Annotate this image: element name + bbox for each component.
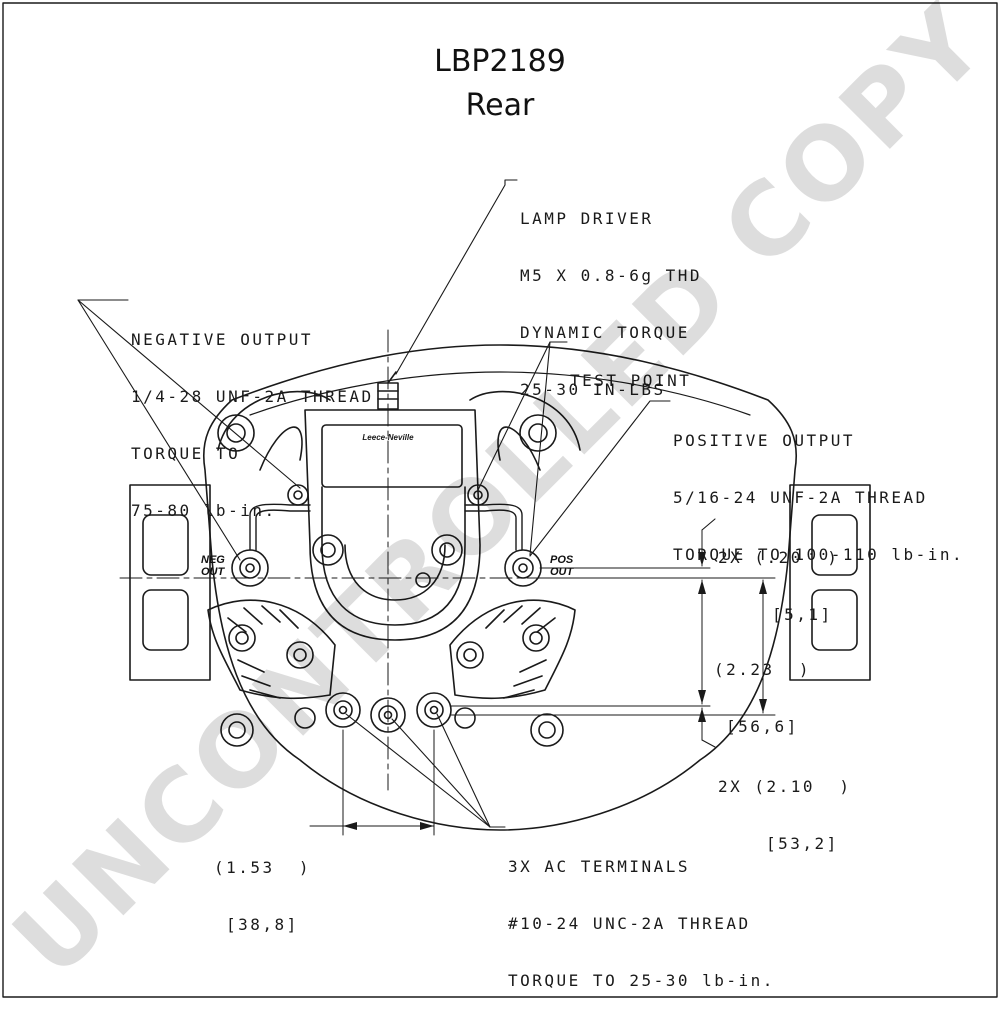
center-plug <box>415 572 431 588</box>
ac-terminal-1 <box>325 692 361 728</box>
mounting-hole-upper-right <box>519 414 557 452</box>
regulator-housing <box>304 409 481 641</box>
ac-terminals-line-3: TORQUE TO 25-30 lb-in. <box>508 971 775 990</box>
lamp-driver-line-3: DYNAMIC TORQUE <box>520 323 690 342</box>
dimension-020-inch: 2X (.20 ) <box>718 548 840 567</box>
dimension-153-inch: (1.53 ) <box>214 858 312 877</box>
positive-output-line-3: TORQUE TO 100-110 lb-in. <box>673 545 965 564</box>
positive-output-callout: POSITIVE OUTPUT 5/16-24 UNF-2A THREAD TO… <box>673 393 964 602</box>
dimension-223-inch: (2.23 ) <box>714 660 812 679</box>
dimension-210: 2X (2.10 ) [53,2] <box>718 739 851 891</box>
dimension-223: (2.23 ) [56,6] <box>714 622 811 774</box>
pos-label: POS <box>550 554 574 566</box>
positive-output-line-2: 5/16-24 UNF-2A THREAD <box>673 488 928 507</box>
neg-out-text: OUT <box>201 566 225 578</box>
regulator-screw-right <box>431 534 463 566</box>
ac-terminals-callout: 3X AC TERMINALS #10-24 UNC-2A THREAD TOR… <box>508 819 775 1028</box>
test-point-line-1: TEST POINT <box>570 371 692 390</box>
pos-out-label: POS OUT <box>550 554 573 578</box>
mounting-hole-lower-right <box>530 713 564 747</box>
ac-terminals-line-2: #10-24 UNC-2A THREAD <box>508 914 751 933</box>
pos-out-text: OUT <box>550 566 574 578</box>
lamp-driver-callout: LAMP DRIVER M5 X 0.8-6g THD DYNAMIC TORQ… <box>520 171 702 437</box>
left-mount-ear <box>129 484 211 681</box>
dimension-153-mm: [38,8] <box>226 915 299 934</box>
negative-output-line-3: TORQUE TO <box>131 444 241 463</box>
negative-output-line-2: 1/4-28 UNF-2A THREAD <box>131 387 374 406</box>
positive-output-terminal <box>504 549 542 587</box>
dimension-210-mm: [53,2] <box>766 834 839 853</box>
negative-output-line-4: 75-80 lb-in. <box>131 501 277 520</box>
rectifier-heatsink-right <box>449 599 576 700</box>
dimension-020-mm: [5,1] <box>772 605 833 624</box>
brand-mark: Leece-Neville <box>362 433 414 442</box>
housing-outline <box>202 344 798 831</box>
dimension-020: 2X (.20 ) [5,1] <box>718 510 839 662</box>
mounting-hole-upper-left <box>217 414 255 452</box>
negative-output-line-1: NEGATIVE OUTPUT <box>131 330 313 349</box>
ac-terminal-3 <box>416 692 452 728</box>
dimension-223-mm: [56,6] <box>726 717 799 736</box>
drawing-subtitle: Rear <box>465 88 535 123</box>
right-mount-ear <box>789 484 871 681</box>
ac-terminals-line-1: 3X AC TERMINALS <box>508 857 690 876</box>
dimension-153: (1.53 ) [38,8] <box>214 820 311 972</box>
rectifier-heatsink-left <box>207 599 336 700</box>
positive-output-line-1: POSITIVE OUTPUT <box>673 431 855 450</box>
neg-label: NEG <box>201 554 225 566</box>
test-point-callout: TEST POINT <box>570 333 691 428</box>
mounting-hole-lower-left <box>220 713 254 747</box>
regulator-screw-left <box>312 534 344 566</box>
alternator-rear-view: Leece-Neville <box>2 2 998 998</box>
leader-lines <box>77 179 716 828</box>
neg-out-label: NEG OUT <box>201 554 225 578</box>
dimension-210-inch: 2X (2.10 ) <box>718 777 852 796</box>
lamp-driver-line-2: M5 X 0.8-6g THD <box>520 266 702 285</box>
negative-output-callout: NEGATIVE OUTPUT 1/4-28 UNF-2A THREAD TOR… <box>131 292 374 558</box>
lamp-driver-line-1: LAMP DRIVER <box>520 209 654 228</box>
drawing-sheet: LBP2189 Rear <box>0 0 1000 1000</box>
sheet-border <box>2 2 998 998</box>
drawing-title: LBP2189 <box>434 44 566 79</box>
lamp-driver-line-4: 25-30 IN-LBS <box>520 380 666 399</box>
